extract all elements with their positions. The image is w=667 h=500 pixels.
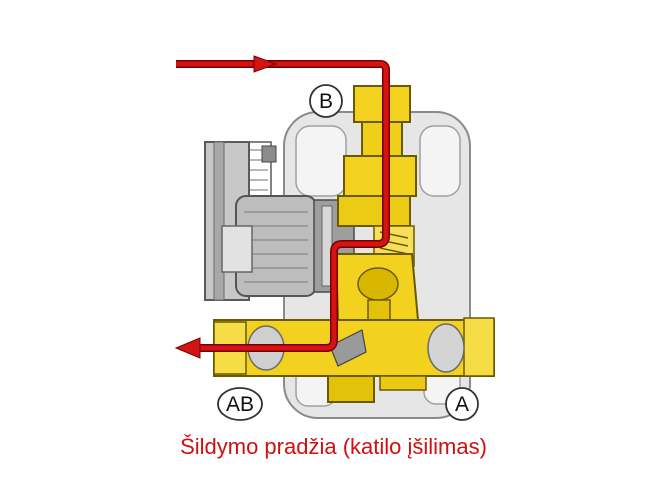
port-a-label: A bbox=[455, 393, 469, 416]
port-b-label: B bbox=[319, 90, 333, 113]
port-a-marker: A bbox=[445, 387, 479, 421]
flow-arrowhead-inlet bbox=[253, 55, 278, 73]
port-ab-label: AB bbox=[226, 393, 254, 416]
valve-brass-body bbox=[213, 85, 495, 403]
flow-arrow bbox=[174, 55, 390, 359]
port-ab-marker: AB bbox=[217, 387, 263, 421]
flow-arrowhead-outlet bbox=[174, 337, 201, 359]
diagram-caption: Šildymo pradžia (katilo įšilimas) bbox=[180, 434, 487, 459]
port-b-marker: B bbox=[309, 84, 343, 118]
